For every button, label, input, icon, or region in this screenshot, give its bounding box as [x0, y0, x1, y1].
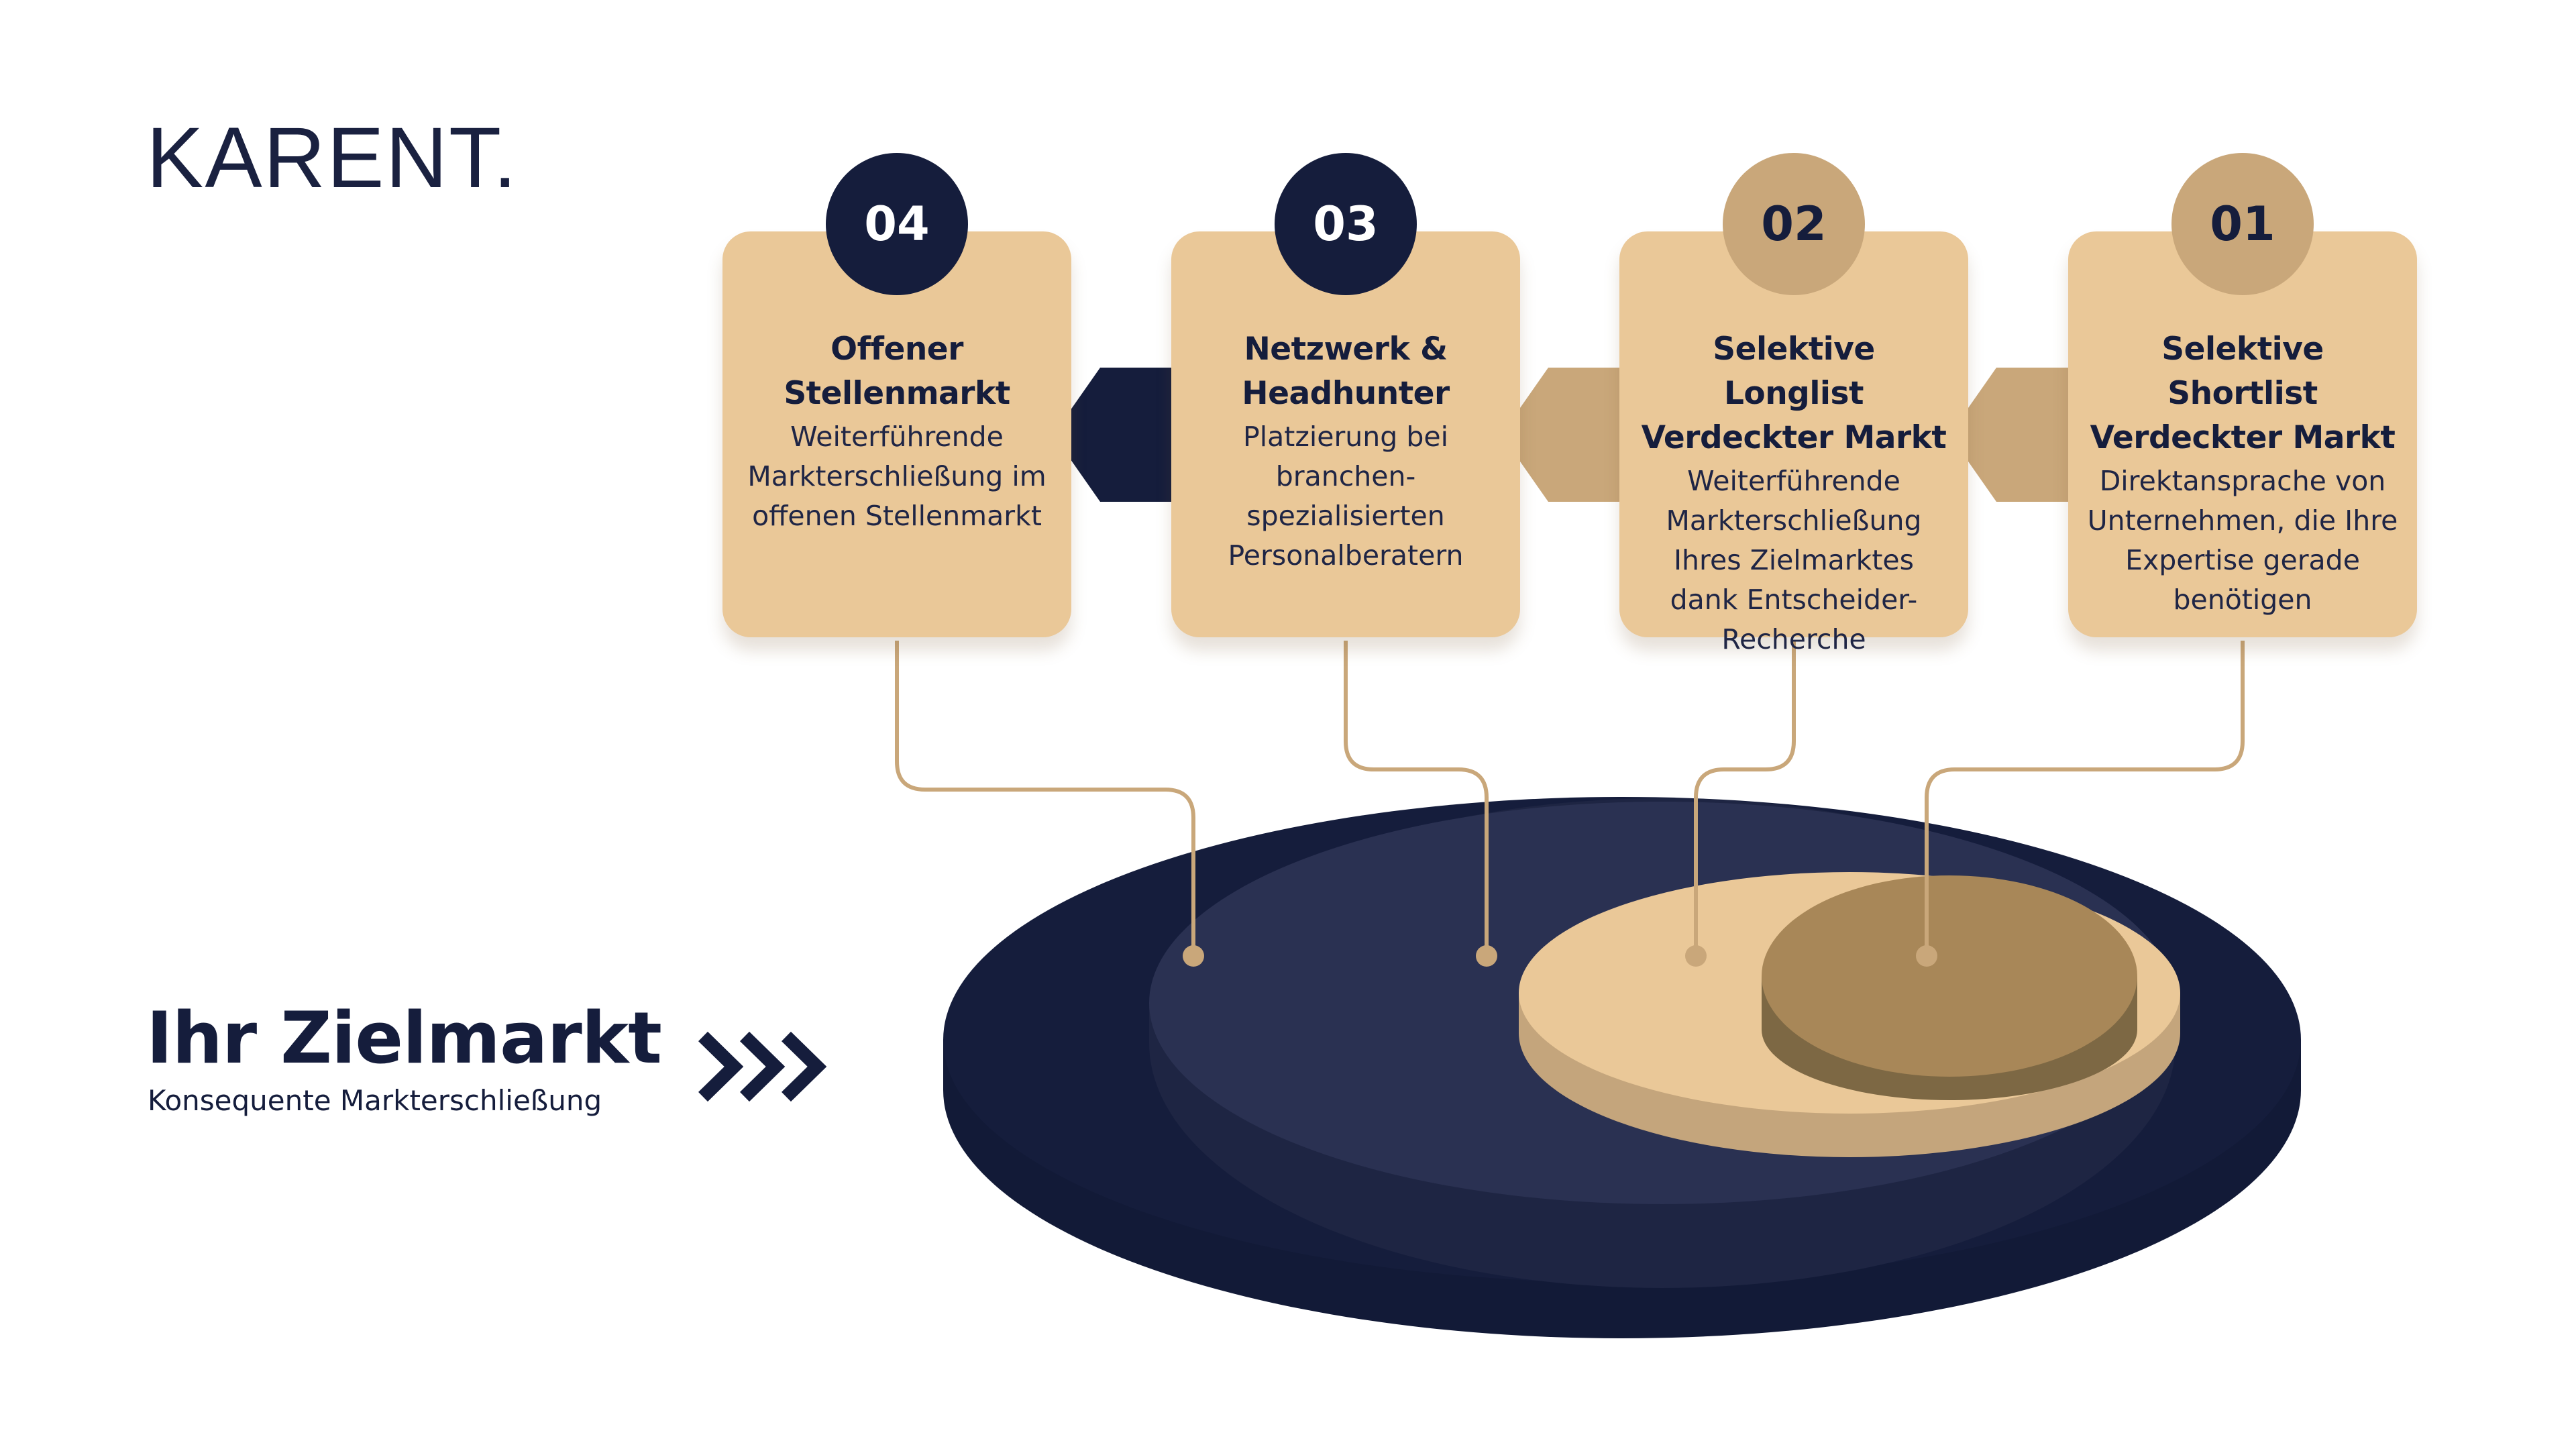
dot-03 — [1476, 945, 1497, 967]
headline-subtitle: Konsequente Markterschließung — [148, 1084, 602, 1117]
step-title: Selektive Longlist Verdeckter Markt — [1641, 331, 1947, 456]
arrow-02-to-03 — [1501, 368, 1623, 502]
headline-title: Ihr Zielmarkt — [146, 997, 662, 1079]
connector-03 — [1344, 641, 1489, 956]
disc-inner — [1762, 875, 2137, 1100]
dot-02 — [1685, 945, 1707, 967]
connector-04 — [895, 641, 1195, 956]
step-title: Netzwerk & Headhunter — [1242, 331, 1450, 412]
triple-chevron-right-icon — [698, 1031, 827, 1102]
arrow-03-to-04 — [1053, 368, 1175, 502]
dot-04 — [1183, 945, 1204, 967]
step-card-02: Selektive Longlist Verdeckter Markt Weit… — [1619, 231, 1968, 655]
step-number-badge-01: 01 — [2171, 153, 2314, 295]
karent-logo: KARENT. — [146, 110, 519, 206]
step-card-03: Netzwerk & Headhunter Platzierung bei br… — [1171, 231, 1520, 637]
step-title: Offener Stellenmarkt — [784, 331, 1010, 412]
step-description: Weiterführende Markterschließung im offe… — [747, 421, 1046, 532]
step-description: Weiterführende Markterschließung Ihres Z… — [1666, 465, 1922, 655]
step-number-badge-02: 02 — [1723, 153, 1865, 295]
step-card-01: Selektive Shortlist Verdeckter Markt Dir… — [2068, 231, 2417, 637]
step-description: Direktansprache von Unternehmen, die Ihr… — [2087, 465, 2398, 616]
dot-01 — [1916, 945, 1937, 967]
arrow-01-to-02 — [1949, 368, 2072, 502]
connector-01 — [1925, 641, 2245, 956]
connector-02 — [1694, 641, 1796, 956]
step-number-badge-04: 04 — [826, 153, 968, 295]
step-description: Platzierung bei branchen-spezialisierten… — [1228, 421, 1464, 572]
step-number-badge-03: 03 — [1275, 153, 1417, 295]
step-title: Selektive Shortlist Verdeckter Markt — [2090, 331, 2396, 456]
step-card-04: Offener Stellenmarkt Weiterführende Mark… — [722, 231, 1071, 637]
